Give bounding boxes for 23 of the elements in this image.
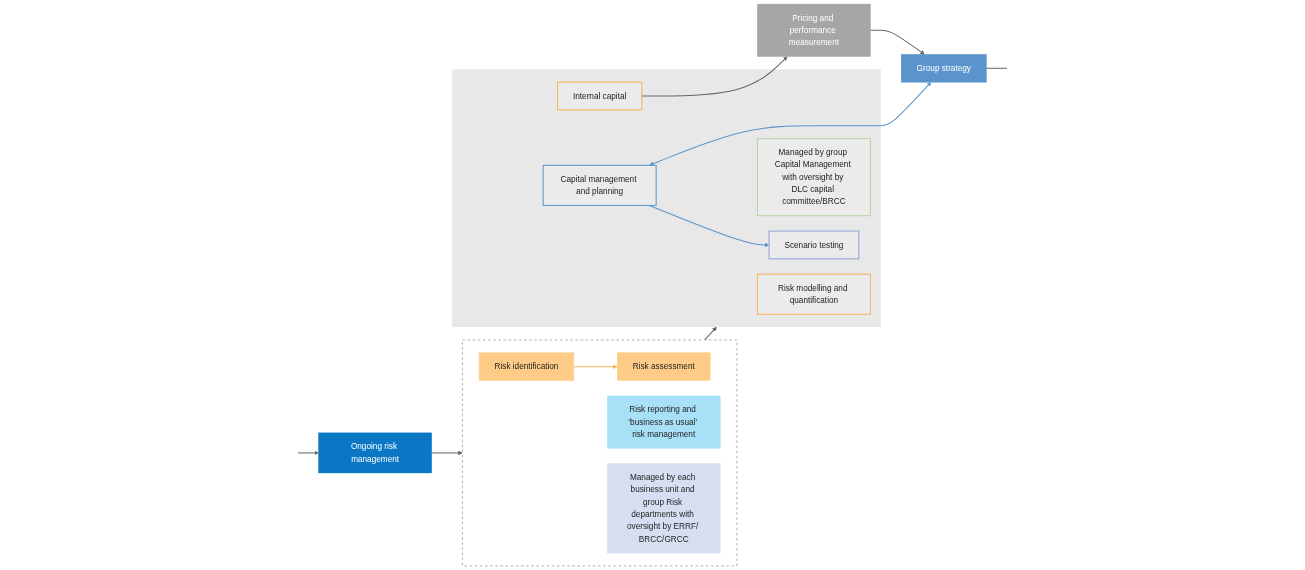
node-box: Managed by each business unit and group Risk departments with oversight by ERRF/ BRCC/GRCC (606, 463, 721, 554)
cluster (452, 69, 881, 328)
arrow (869, 29, 925, 55)
arrow (431, 450, 463, 456)
node-box: Risk reporting and ‘business as usual’ risk management (606, 395, 721, 449)
node-box: Group strategy (900, 54, 987, 83)
node-box: Risk identification (478, 352, 575, 381)
node-box: Ongoing risk management (318, 432, 432, 474)
arrow (641, 56, 788, 97)
node-box: Risk assessment (617, 352, 711, 381)
arrow (648, 204, 770, 248)
arrow (573, 364, 618, 369)
node-box: Managed by group Capital Management with oversight by DLC capital committee/BRCC (756, 138, 871, 217)
node-box: Capital management and planning (542, 164, 657, 206)
cluster (462, 339, 738, 567)
node-box: Internal capital (557, 81, 643, 111)
node-box: Pricing and performance measurement (757, 3, 871, 57)
node-box: Scenario testing (768, 230, 860, 260)
arrow (649, 81, 932, 166)
node-box: Risk modelling and quantification (756, 273, 871, 315)
connector (985, 67, 1008, 69)
arrow (704, 326, 717, 341)
arrow (297, 450, 319, 456)
